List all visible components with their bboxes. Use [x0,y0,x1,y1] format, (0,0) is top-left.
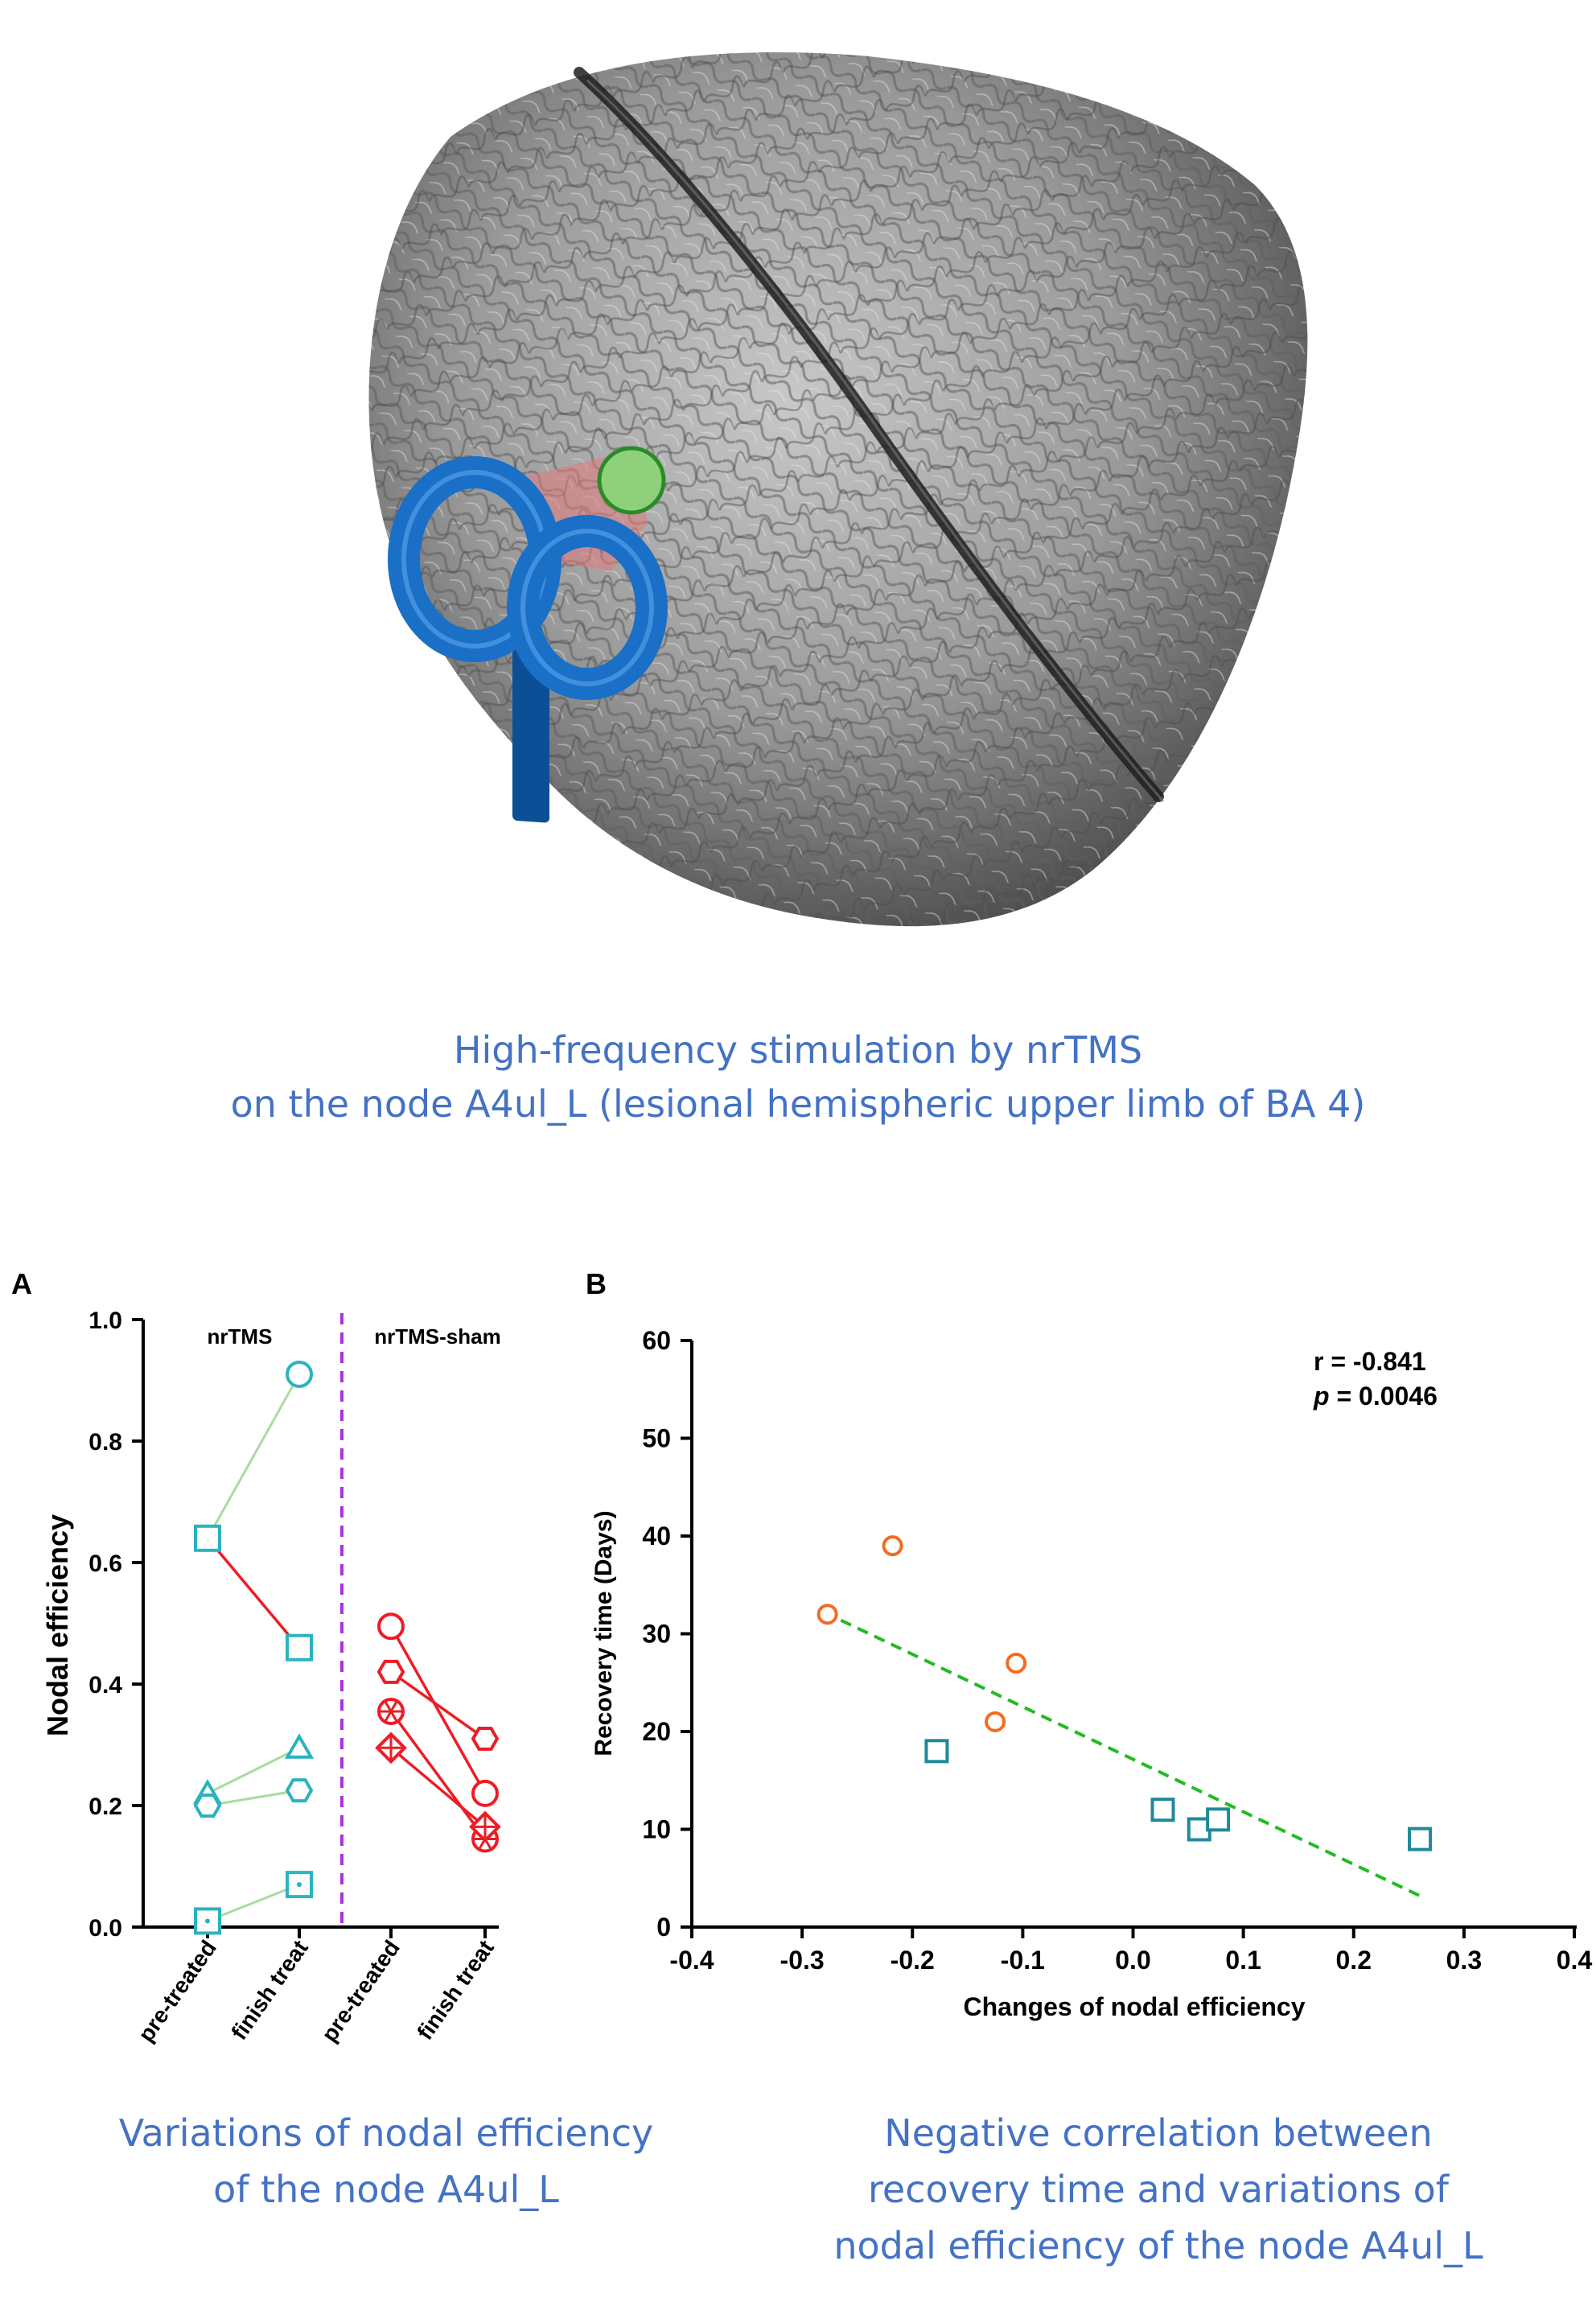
stat-p: p = 0.0046 [1313,1382,1438,1411]
y-tick-label: 0.6 [88,1551,122,1577]
stat-r: r = -0.841 [1314,1347,1426,1376]
series-line-4 [207,1883,300,1922]
point-0-post [286,1360,313,1388]
point-1-post [286,1633,313,1662]
x-tick-label: 0.2 [1336,1946,1372,1975]
series-line-1 [206,1537,301,1649]
x-tick-label: -0.1 [1001,1946,1045,1975]
x-tick-label: finish treat [412,1936,498,2045]
point-6-pre [376,1659,405,1684]
point-2-post [284,1733,315,1759]
point-5-pre [377,1612,405,1641]
series-line-6 [389,1670,487,1740]
y-tick-label: 0.8 [88,1429,122,1456]
panel-a-ylabel: Nodal efficiency [41,1514,74,1736]
brain-illustration [368,52,1308,927]
panel-b: B Recovery time (Days) Changes of nodal … [586,1267,1592,2021]
scatter-point [1408,1826,1433,1851]
x-tick-label: finish treat [226,1936,312,2045]
x-tick-label: -0.2 [891,1946,935,1975]
scatter-point [1006,1652,1027,1674]
x-tick-label: 0.1 [1225,1946,1261,1975]
caption-right-line1: Negative correlation between [884,2111,1433,2155]
point-3-pre [193,1794,222,1818]
y-tick-label: 20 [642,1717,671,1746]
series-line-8 [389,1746,487,1828]
panel-b-letter: B [586,1267,607,1300]
point-4-pre [194,1907,221,1935]
stat-p-symbol: p [1313,1382,1330,1411]
caption-right-line2: recovery time and variations of [868,2168,1449,2211]
panel-a-letter: A [11,1267,32,1300]
scatter-point [985,1711,1006,1732]
series-line-2 [207,1746,300,1795]
panel-b-ylabel: Recovery time (Days) [590,1510,617,1756]
regression-line [823,1610,1421,1897]
panel-b-xlabel: Changes of nodal efficiency [964,1992,1306,2021]
group-label-sham: nrTMS-sham [374,1324,500,1349]
scatter-point [1150,1798,1175,1822]
point-6-post [471,1727,500,1751]
y-tick-label: 1.0 [88,1308,122,1334]
point-1-pre [194,1524,221,1552]
caption-top-line1: High-frequency stimulation by nrTMS [453,1028,1143,1072]
series-line-3 [207,1789,300,1807]
stat-p-value: = 0.0046 [1330,1382,1438,1411]
x-tick-label: -0.4 [669,1946,714,1975]
caption-left-line2: of the node A4ul_L [213,2168,559,2211]
scatter-point [817,1604,838,1625]
y-tick-label: 0.4 [88,1672,122,1699]
point-3-post [285,1778,314,1803]
series-line-7 [389,1710,487,1840]
panel-a: A nrTMS nrTMS-sham Nodal efficiency 0.0 0… [11,1267,501,2046]
caption-right-line3: nodal efficiency of the node A4ul_L [833,2224,1483,2267]
x-tick-label: 0.0 [1115,1946,1150,1975]
series-line-5 [389,1625,487,1794]
caption-top-line2: on the node A4ul_L (lesional hemispheric… [230,1082,1366,1126]
y-tick-label: 0 [656,1913,671,1942]
x-tick-label: -0.3 [780,1946,825,1975]
group-label-nrtms: nrTMS [208,1324,273,1349]
brain-surface [368,52,1308,927]
y-tick-label: 30 [642,1620,671,1649]
point-8-pre [375,1732,407,1765]
x-tick-label: 0.4 [1557,1946,1593,1975]
y-tick-label: 10 [642,1815,671,1844]
point-5-post [471,1779,499,1807]
y-tick-label: 50 [642,1424,671,1453]
scatter-point [882,1535,903,1557]
y-tick-label: 0.0 [88,1915,122,1942]
x-tick-label: 0.3 [1446,1946,1482,1975]
y-tick-label: 0.2 [88,1794,122,1820]
x-tick-label: pre-treated [317,1936,405,2047]
point-4-post [286,1871,313,1899]
x-tick-label: pre-treated [134,1936,221,2047]
stimulation-target-dot [597,446,666,515]
figure-eight-coil-icon [388,456,668,823]
y-tick-label: 60 [642,1326,671,1355]
y-tick-label: 40 [642,1522,671,1551]
scatter-point [924,1739,949,1764]
point-8-post [469,1810,501,1843]
point-7-pre [377,1697,405,1725]
series-line-0 [206,1373,301,1539]
scatter-point [1206,1807,1231,1832]
caption-left-line1: Variations of nodal efficiency [118,2111,654,2155]
